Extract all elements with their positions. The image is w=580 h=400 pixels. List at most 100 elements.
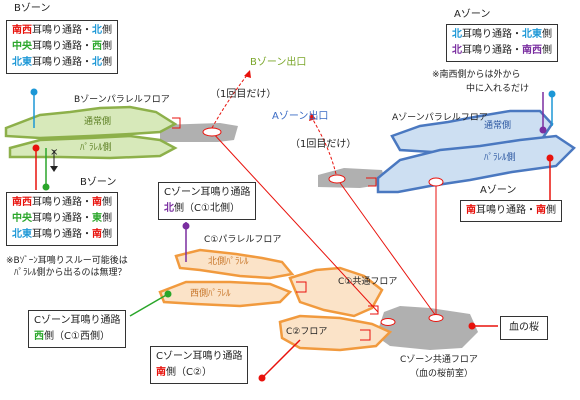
c-south-leader <box>261 339 301 379</box>
c-west-line: 西側（C①西側） <box>34 329 120 345</box>
a-exit-arrow <box>311 117 337 175</box>
line-dir: 東 <box>92 213 102 224</box>
line-prefix: 北東 <box>12 57 32 68</box>
b-once-label: （1回目だけ） <box>210 89 277 100</box>
c-south-leader-dot <box>258 374 266 382</box>
a-normal-label: 通常側 <box>484 121 512 131</box>
line-rest: 側（C①北側） <box>174 203 240 214</box>
c-west-leader-dot <box>164 290 172 298</box>
b-route-bracket <box>172 117 181 129</box>
line-rest: 側（C①西側） <box>44 331 110 342</box>
c-north-line: 北側（C①北側） <box>164 201 250 217</box>
a-to-c-line <box>337 179 437 317</box>
a-once-label: （1回目だけ） <box>290 139 357 150</box>
line-dir: 北 <box>164 203 174 214</box>
line-mid: 耳鳴り通路・ <box>462 45 522 56</box>
line-mid: 耳鳴り通路・ <box>32 197 92 208</box>
b-parallel-label: ﾊﾟﾗﾚﾙ側 <box>80 143 112 153</box>
line-dir: 北 <box>92 57 102 68</box>
a-zone-top-box: 北耳鳴り通路・北東側 北耳鳴り通路・南西側 <box>446 24 558 62</box>
b-zone-bottom-line-3: 北東耳鳴り通路・南側 <box>12 227 112 243</box>
b-zone-note-2: ﾊﾟﾗﾚﾙ側から出るのは無理？ <box>14 268 127 278</box>
line-mid: 耳鳴り通路・ <box>32 57 92 68</box>
b-normal-label: 通常側 <box>84 117 112 127</box>
a-exit-arrowhead <box>309 113 316 121</box>
line-dir: 南 <box>92 197 102 208</box>
line-prefix: 北 <box>452 45 462 56</box>
line-mid: 耳鳴り通路・ <box>32 213 92 224</box>
b-parallel-floor-lower <box>8 134 178 160</box>
b-zone-bottom-line-1: 南西耳鳴り通路・南側 <box>12 195 112 211</box>
b-bottom-green-dot <box>42 183 50 191</box>
a-zone-note-1: ※南西側からは外から <box>432 70 521 80</box>
line-post: 側 <box>102 197 112 208</box>
b-zone-top-line-3: 北東耳鳴り通路・北側 <box>12 55 112 71</box>
line-dir: 南西 <box>522 45 542 56</box>
c-west-box: Cゾーン耳鳴り通路 西側（C①西側） <box>28 310 127 348</box>
line-post: 側 <box>542 45 552 56</box>
line-prefix: 北東 <box>12 229 32 240</box>
a-zone-bottom-box: 南耳鳴り通路・南側 <box>460 200 562 222</box>
line-rest: 側（C②） <box>166 367 212 378</box>
a-parallel-label: ﾊﾟﾗﾚﾙ側 <box>484 153 516 163</box>
line-mid: 耳鳴り通路・ <box>476 205 536 216</box>
b-exit-portal <box>202 127 222 137</box>
c-common-portal-right <box>428 314 444 322</box>
b-exit-arrow <box>211 73 249 129</box>
c-west-title: Cゾーン耳鳴り通路 <box>34 315 121 326</box>
a-floor-portal <box>428 177 444 187</box>
b-zone-top-line-2: 中央耳鳴り通路・西側 <box>12 39 112 55</box>
c-west-leader <box>129 293 169 317</box>
c1-parallel-floor-label: C①パラレルフロア <box>204 235 282 245</box>
c2-floor <box>278 314 393 352</box>
line-mid: 耳鳴り通路・ <box>462 29 522 40</box>
line-post: 側 <box>102 57 112 68</box>
c-north-parallel-label: 北側ﾊﾟﾗﾚﾙ <box>208 257 249 267</box>
c-common-sub-label: （血の桜前室） <box>410 369 474 379</box>
b-bottom-red-dot <box>32 144 40 152</box>
b-down-arrowhead <box>50 166 58 172</box>
a-top-purple-dot <box>539 126 547 134</box>
a-zone-note-2: 中に入れるだけ <box>466 84 530 94</box>
line-post: 側 <box>102 213 112 224</box>
b-parallel-floor-upper <box>4 105 178 140</box>
a-route-bracket <box>366 177 377 187</box>
a-bottom-leader-dot <box>546 154 554 162</box>
b-parallel-floor-label: Bゾーンパラレルフロア <box>74 95 170 105</box>
b-zone-bottom-heading: Bゾーン <box>80 177 117 188</box>
a-zone-top-line-2: 北耳鳴り通路・南西側 <box>452 43 552 59</box>
b-zone-bottom-box: 南西耳鳴り通路・南側 中央耳鳴り通路・東側 北東耳鳴り通路・南側 <box>6 192 118 246</box>
b-cross-mark: × <box>50 147 59 158</box>
c-common-label: Cゾーン共通フロア <box>400 355 478 365</box>
a-zone-bottom-heading: Aゾーン <box>480 185 517 196</box>
c-north-parallel-floor <box>174 248 295 280</box>
sakura-box: 血の桜 <box>500 316 548 340</box>
c1-common-label: C①共通フロア <box>338 277 398 287</box>
c-north-leader-dot <box>182 222 190 230</box>
line-post: 側 <box>546 205 556 216</box>
line-dir: 北東 <box>522 29 542 40</box>
line-prefix: 北 <box>452 29 462 40</box>
a-zone-top-line-1: 北耳鳴り通路・北東側 <box>452 27 552 43</box>
b-zone-note-1: ※Bｿﾞｰﾝ耳鳴りスルー可能後は <box>6 256 128 266</box>
c2-floor-label: C②フロア <box>286 327 328 337</box>
b-exit-label: Bゾーン出口 <box>250 57 307 68</box>
line-post: 側 <box>102 41 112 52</box>
a-parallel-floor-label: Aゾーンパラレルフロア <box>392 113 488 123</box>
a-parallel-floor-lower <box>376 134 576 194</box>
b-zone-top-heading: Bゾーン <box>14 3 51 14</box>
sakura-leader-dot <box>468 322 476 330</box>
line-dir: 西 <box>92 41 102 52</box>
c-common-portal-left <box>380 318 396 326</box>
line-mid: 耳鳴り通路・ <box>32 229 92 240</box>
line-prefix: 中央 <box>12 213 32 224</box>
line-dir: 南 <box>156 367 166 378</box>
line-post: 側 <box>102 229 112 240</box>
c-north-title: Cゾーン耳鳴り通路 <box>164 187 251 198</box>
sakura-label: 血の桜 <box>509 322 539 333</box>
c1-route-bracket-2 <box>368 305 379 315</box>
line-prefix: 南西 <box>12 197 32 208</box>
a-exit-portal <box>328 174 346 184</box>
line-mid: 耳鳴り通路・ <box>32 41 92 52</box>
